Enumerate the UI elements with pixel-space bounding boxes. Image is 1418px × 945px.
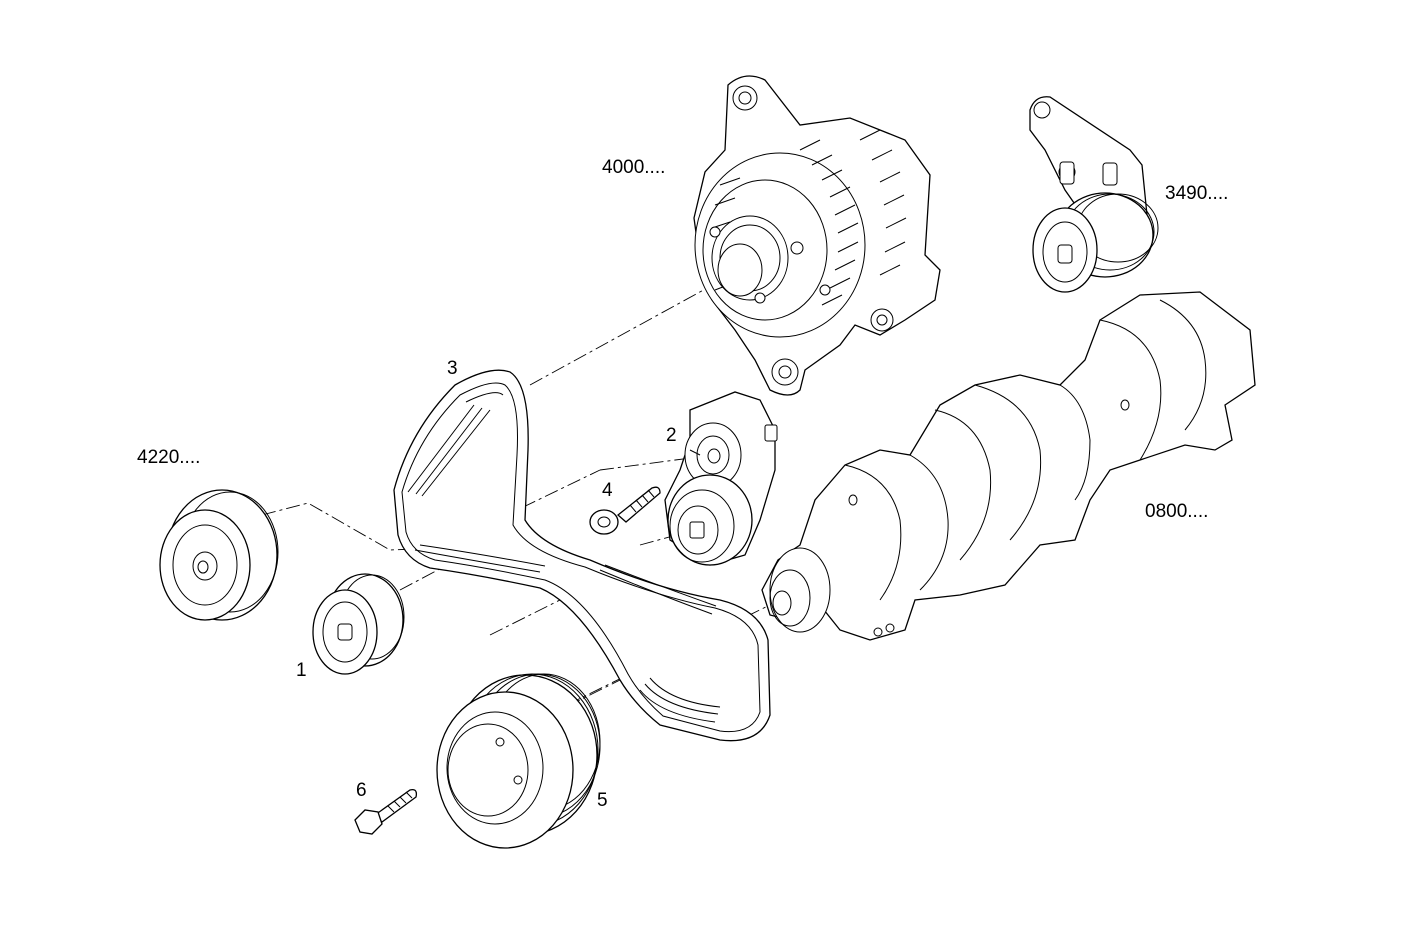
- bolt-item-6: [354, 789, 418, 835]
- belt-tensioner-item-2: [664, 391, 778, 566]
- label-item-4: 4: [602, 480, 613, 501]
- label-item-6: 6: [356, 780, 367, 801]
- label-idler-pulley-group: 4220....: [137, 447, 200, 468]
- poly-v-belt: [393, 369, 771, 742]
- crankshaft: [761, 291, 1256, 641]
- label-tensioner-bracket: 3490....: [1165, 183, 1228, 204]
- alternator-fins: [711, 129, 907, 306]
- label-item-2: 2: [666, 425, 677, 446]
- idler-pulley-4220: [159, 489, 279, 621]
- tensioner-bracket: [1029, 96, 1159, 293]
- label-item-1: 1: [296, 660, 307, 681]
- leader-lines: [689, 449, 701, 456]
- label-item-5: 5: [597, 790, 608, 811]
- label-item-3: 3: [447, 358, 458, 379]
- alternator: [693, 75, 941, 396]
- bolt-item-4: [589, 486, 661, 535]
- label-crankshaft: 0800....: [1145, 501, 1208, 522]
- part-labels: 4000.... 3490.... 0800.... 4220.... 1 2 …: [137, 157, 1228, 811]
- idler-pulley-item-1: [312, 573, 405, 675]
- crankshaft-pulley-item-5: [436, 673, 601, 849]
- label-alternator: 4000....: [602, 157, 665, 178]
